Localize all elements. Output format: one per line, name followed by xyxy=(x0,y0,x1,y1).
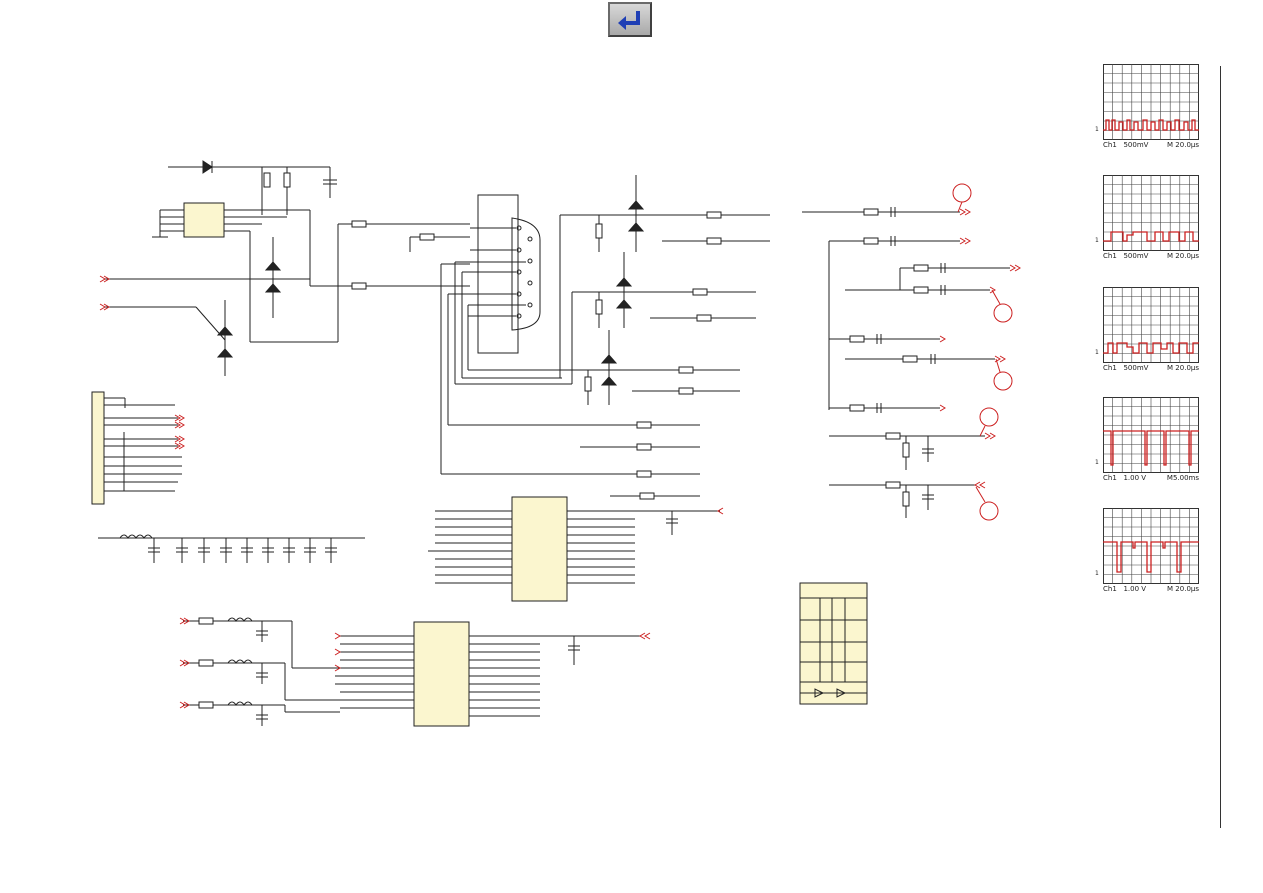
scope-screen xyxy=(1103,287,1199,363)
scope-timebase: M 20.0µs xyxy=(1167,252,1199,260)
scope-screen xyxy=(1103,64,1199,140)
scope-channel-volts: Ch1 500mV xyxy=(1103,141,1149,149)
scope-channel-volts: Ch1 1.00 V xyxy=(1103,474,1147,482)
page-divider xyxy=(1220,66,1221,828)
scope-screen xyxy=(1103,397,1199,473)
scope-timebase: M 20.0µs xyxy=(1167,141,1199,149)
trace-marker: 1 xyxy=(1095,459,1099,466)
scope-screen xyxy=(1103,508,1199,584)
scope-timebase: M5.00ms xyxy=(1166,474,1199,482)
scope-channel-volts: Ch1 500mV xyxy=(1103,364,1149,372)
trace-marker: 1 xyxy=(1095,570,1099,577)
scope-timebase: M 20.0µs xyxy=(1167,585,1199,593)
scope-screen xyxy=(1103,175,1199,251)
scope-channel-volts: Ch1 1.00 V xyxy=(1103,585,1147,593)
trace-marker: 1 xyxy=(1095,237,1099,244)
scope-channel-volts: Ch1 500mV xyxy=(1103,252,1149,260)
scope-timebase: M 20.0µs xyxy=(1167,364,1199,372)
trace-marker: 1 xyxy=(1095,349,1099,356)
return-arrow-icon xyxy=(618,11,640,30)
trace-marker: 1 xyxy=(1095,126,1099,133)
back-button[interactable] xyxy=(608,2,652,37)
